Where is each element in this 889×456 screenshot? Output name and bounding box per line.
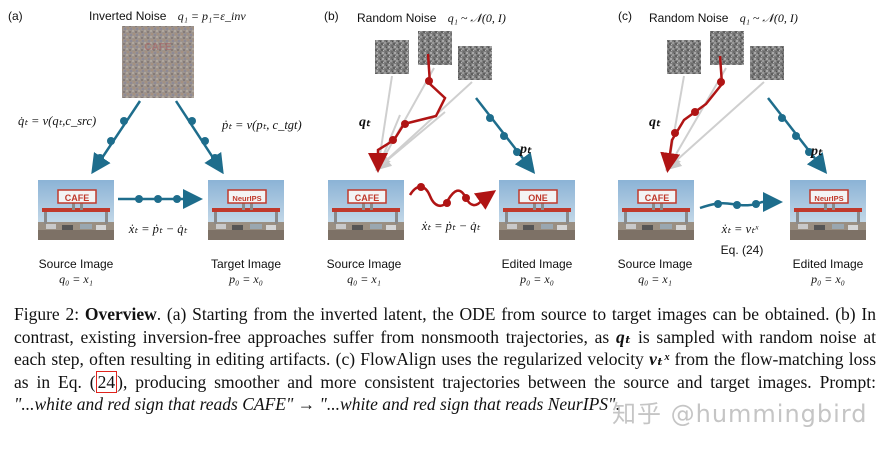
caption-fig-number: Figure 2:	[14, 304, 85, 324]
panel-a-target-image: NeurIPS	[207, 179, 285, 241]
panel-c-eq-ref: Eq. (24)	[721, 243, 764, 257]
caption-prompt-target: "...white and red sign that reads NeurIP…	[319, 394, 616, 415]
panel-b-tag: (b)	[324, 9, 339, 23]
panel-a-middle-trajectory	[118, 189, 203, 209]
panel-b-noise-formula: q₁ ~ 𝒩(0, I)	[448, 11, 506, 25]
panel-c-gray-fan	[662, 67, 765, 172]
caption-arrow: →	[293, 394, 320, 415]
panel-a-right-trajectory	[174, 100, 224, 175]
caption-part-3: from the flow-matching loss as in Eq. (	[14, 349, 876, 392]
panel-c-source-image: CAFE	[617, 179, 695, 241]
caption-qt: qₜ	[615, 326, 632, 347]
panel-a-right-velocity: ṗₜ = v(pₜ, c_tgt)	[221, 118, 302, 132]
panel-b-right-trajectory	[475, 97, 536, 174]
panel-a-noise-label: Inverted Noise	[89, 9, 167, 23]
panel-b-middle-trajectory	[408, 183, 497, 210]
overview-figure: (a) Inverted Noise q₁ = p₁=ε_inv CAFE q̇…	[8, 9, 867, 286]
panel-a-left-trajectory	[91, 100, 142, 175]
panel-a-source-image: CAFE	[37, 179, 115, 241]
panel-b-gray-fan	[371, 67, 473, 172]
caption-part-2: is sampled with random noise at each ste…	[14, 326, 876, 370]
panel-b-target-image: ONE	[498, 179, 576, 241]
caption-vt: vₜˣ	[649, 349, 670, 370]
panel-c-right-trajectory	[767, 97, 828, 174]
panel-c-tag: (c)	[618, 9, 632, 23]
panel-b-right-var: pₜ	[519, 142, 532, 157]
panel-b-source-sign: CAFE	[355, 193, 380, 203]
inverted-noise-cafe: CAFE	[144, 42, 172, 53]
panel-a-tag: (a)	[8, 9, 23, 23]
panel-c-bottom-formula: ẋₜ = vₜˣ	[721, 222, 759, 236]
panel-c: (c) Random Noise q₁ ~ 𝒩(0, I) qₜ	[617, 9, 867, 286]
panel-c-source-formula: q₀ = x₁	[638, 272, 672, 286]
panel-b: (b) Random Noise q₁ ~ 𝒩(0, I) qₜ	[324, 9, 576, 286]
panel-a-left-velocity: q̇ₜ = v(qₜ,c_src)	[18, 114, 96, 128]
caption-end: .	[615, 394, 620, 415]
figure-caption: Figure 2: Overview. (a) Starting from th…	[14, 303, 876, 416]
caption-bold-title: Overview	[84, 304, 157, 324]
panel-a-target-label: Target Image	[211, 257, 281, 271]
panel-a-target-sign: NeurIPS	[232, 194, 261, 203]
watermark: 知乎 @hummingbird	[612, 400, 868, 428]
panel-c-target-label: Edited Image	[793, 257, 864, 271]
panel-c-red-trajectory	[660, 55, 725, 173]
panel-a-target-formula: p₀ = x₀	[228, 272, 263, 286]
panel-c-right-var: pₜ	[810, 144, 823, 159]
panel-b-target-sign: ONE	[528, 193, 548, 203]
panel-c-noise-label: Random Noise	[649, 11, 729, 25]
panel-a-source-formula: q₀ = x₁	[59, 272, 93, 286]
panel-a-bottom-formula: ẋₜ = ṗₜ − q̇ₜ	[128, 222, 188, 236]
caption-part-1: . (a) Starting from the inverted latent,…	[14, 304, 876, 347]
panel-a-noise-formula: q₁ = p₁=ε_inv	[178, 9, 247, 23]
panel-b-noise-images	[375, 31, 492, 80]
caption-prompt-source: "...white and red sign that reads CAFE"	[14, 394, 294, 415]
panel-c-left-var: qₜ	[649, 115, 661, 130]
panel-a-source-label: Source Image	[39, 257, 114, 271]
svg-text:Random Noise q₁ ~ 𝒩(0,: Random Noise q₁ ~ 𝒩(0, I)	[357, 11, 506, 25]
panel-b-target-formula: p₀ = x₀	[519, 272, 554, 286]
panel-c-noise-formula: q₁ ~ 𝒩(0, I)	[740, 11, 798, 25]
panel-c-middle-trajectory	[699, 192, 783, 212]
inverted-noise-image: CAFE	[122, 26, 194, 98]
caption-eq-link[interactable]: 24	[95, 370, 118, 393]
panel-c-noise-images	[667, 31, 784, 80]
panel-c-target-image: NeurIPS	[789, 179, 867, 241]
panel-b-source-formula: q₀ = x₁	[347, 272, 381, 286]
panel-b-left-var: qₜ	[359, 115, 371, 130]
svg-text:Random Noise q₁ ~ 𝒩(0,: Random Noise q₁ ~ 𝒩(0, I)	[649, 11, 798, 25]
panel-c-target-sign: NeurIPS	[814, 194, 843, 203]
panel-b-source-image: CAFE	[327, 179, 405, 241]
panel-c-target-formula: p₀ = x₀	[810, 272, 845, 286]
panel-c-source-label: Source Image	[618, 257, 693, 271]
panel-b-red-trajectory	[368, 53, 447, 173]
panel-b-target-label: Edited Image	[502, 257, 573, 271]
caption-part-4: ), producing smoother and more consisten…	[117, 371, 876, 392]
panel-c-source-sign: CAFE	[645, 193, 670, 203]
svg-text:Inverted Noise q₁ = p₁=ε: Inverted Noise q₁ = p₁=ε_inv	[89, 9, 246, 23]
panel-a-source-sign: CAFE	[65, 193, 90, 203]
panel-b-noise-label: Random Noise	[357, 11, 437, 25]
panel-a: (a) Inverted Noise q₁ = p₁=ε_inv CAFE q̇…	[8, 9, 302, 286]
panel-b-source-label: Source Image	[327, 257, 402, 271]
panel-b-bottom-formula: ẋₜ = ṗₜ − q̇ₜ	[421, 219, 481, 233]
